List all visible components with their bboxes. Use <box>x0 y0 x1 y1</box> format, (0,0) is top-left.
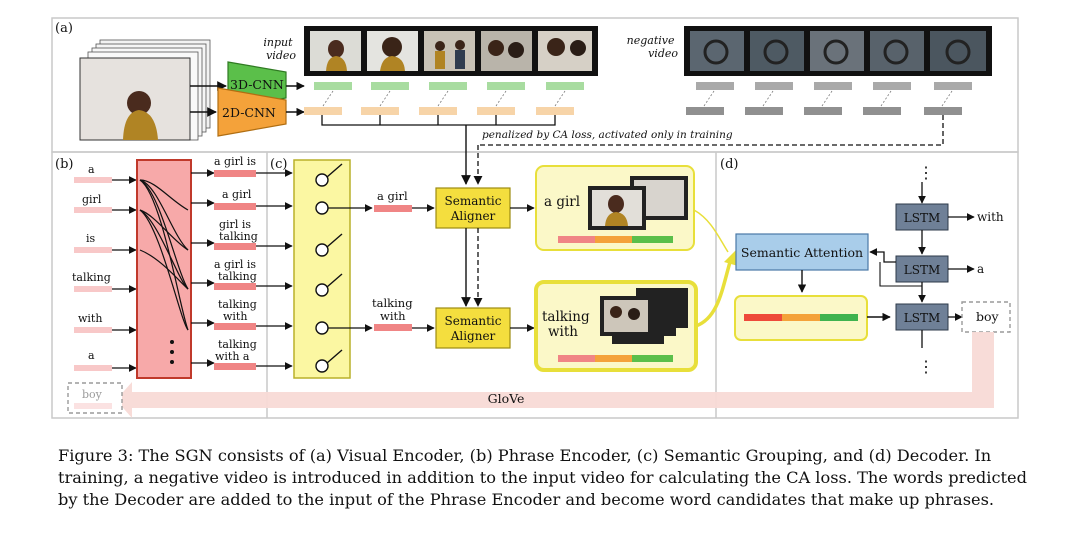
negative-video-strip <box>684 26 992 76</box>
next-word-input: boy <box>82 388 103 401</box>
svg-text:a girl is: a girl is <box>214 155 256 168</box>
panel-label-b: (b) <box>55 157 73 172</box>
glove-label: GloVe <box>488 391 525 406</box>
input-green-features <box>314 82 584 90</box>
decoder-ellipsis-bottom: ⋮ <box>918 357 934 376</box>
svg-text:is: is <box>86 232 96 245</box>
grouping-switches <box>293 159 351 379</box>
grouped-phrase-1: a girl <box>377 189 408 203</box>
attended-feature <box>734 295 868 341</box>
panel-label-d: (d) <box>720 157 738 172</box>
svg-text:LSTM: LSTM <box>904 211 940 225</box>
lstm-3: LSTM <box>895 303 949 331</box>
input-video-label: input video <box>263 36 296 62</box>
decoder-ellipsis-top: ⋮ <box>918 163 934 182</box>
panel-label-c: (c) <box>270 157 287 172</box>
input-orange-features <box>304 107 574 115</box>
sgn-architecture-figure: (a) (b) (c) (d) 3D-CNN 2D-CNN input vide… <box>51 17 1019 419</box>
ca-loss-note: penalized by CA loss, activated only in … <box>482 129 733 141</box>
svg-text:girl: girl <box>82 193 102 206</box>
svg-text:with: with <box>78 312 102 325</box>
svg-text:Semantic Attention: Semantic Attention <box>741 245 863 260</box>
video-frame-stack <box>79 39 211 141</box>
panel-label-a: (a) <box>55 21 73 36</box>
word-inputs: a girl is talking with a <box>72 163 112 371</box>
grouped-phrase-2: talking with <box>372 296 416 323</box>
svg-text:2D-CNN: 2D-CNN <box>222 105 276 120</box>
svg-text:a girl: a girl <box>544 194 580 210</box>
svg-text:a: a <box>88 349 95 362</box>
svg-text:a girl: a girl <box>222 188 252 201</box>
negative-gray-features <box>686 82 972 115</box>
glove-feedback-arrow: GloVe <box>116 332 994 418</box>
lstm-1: LSTM <box>895 203 949 231</box>
cnn2d-block: 2D-CNN <box>217 87 287 137</box>
phrase-encoder-block <box>136 159 192 379</box>
svg-text:a: a <box>88 163 95 176</box>
input-video-strip <box>304 26 598 76</box>
output-word-3: boy <box>976 309 1000 324</box>
output-word-1: with <box>977 210 1004 224</box>
svg-text:3D-CNN: 3D-CNN <box>230 77 284 92</box>
figure-caption: Figure 3: The SGN consists of (a) Visual… <box>58 446 1027 509</box>
semantic-group-1: a girl <box>535 165 695 251</box>
svg-text:talking: talking <box>72 271 111 284</box>
output-word-2: a <box>977 262 984 276</box>
panel-bcd-frame <box>51 151 1019 419</box>
lstm-2: LSTM <box>895 255 949 283</box>
semantic-attention-box: Semantic Attention <box>735 233 869 271</box>
svg-text:LSTM: LSTM <box>904 311 940 325</box>
svg-text:LSTM: LSTM <box>904 263 940 277</box>
negative-video-label: negative video <box>627 34 679 60</box>
